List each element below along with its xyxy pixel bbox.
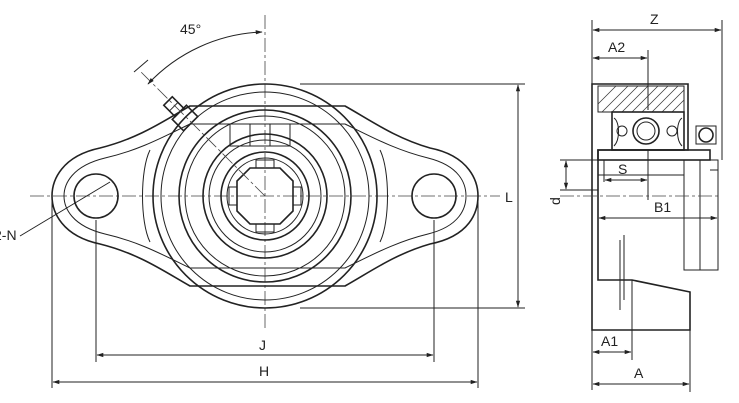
dimension-a-label: A [634,365,644,381]
housing-outer-ring [152,83,378,309]
dimension-a1-label: A1 [601,333,618,349]
bearing-inner-ring [220,151,310,241]
front-view: 45° 2-N J H L [0,15,525,388]
dimension-j-label: J [259,337,266,353]
holes-label: 2-N [0,227,17,243]
inner-ring-extension [597,149,711,161]
bolt-hole-right [411,173,457,219]
section-hatch [597,85,685,113]
side-view: Z A2 [547,11,723,392]
grease-nipple [162,95,199,132]
flange-outline [51,105,479,287]
set-screw-side [698,127,714,143]
holes-leader [19,181,111,237]
angle-arc [147,30,263,85]
dimension-s-label: S [618,161,627,177]
bearing-outer-ring [202,133,328,259]
dimension-d-label: d [547,197,563,205]
angle-label: 45° [180,21,201,37]
dimension-a2-label: A2 [608,39,625,55]
dimension-z-label: Z [650,11,659,27]
ball [632,117,660,145]
dimension-l-label: L [505,189,513,205]
set-screw [229,123,291,147]
dimension-b1-label: B1 [654,199,671,215]
dimension-h-label: H [259,363,269,379]
housing-section [591,83,691,331]
housing-inner-ring [178,109,352,283]
bolt-hole-left [73,173,119,219]
